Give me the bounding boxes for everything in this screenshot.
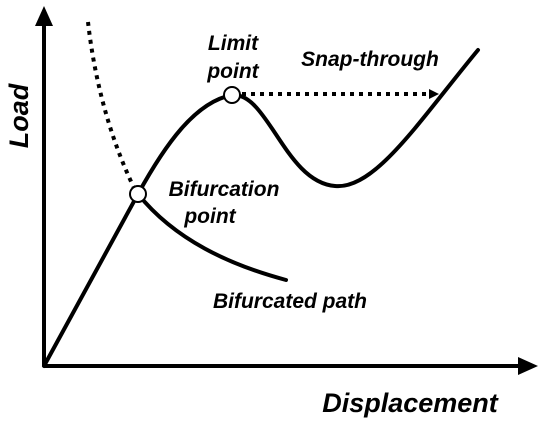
limit-point-label-line-2: point <box>206 60 259 83</box>
primary-load-path <box>42 48 480 368</box>
limit-point-label-line-1: Limit <box>208 32 259 55</box>
bifurcated-path-curve <box>136 192 288 282</box>
y-axis-label: Load <box>4 83 34 148</box>
y-axis-arrowhead <box>35 6 53 26</box>
limit-point-marker <box>223 86 241 104</box>
bifurcation-point-label-line-1: Bifurcation <box>169 178 280 201</box>
snap-through-label: Snap-through <box>301 48 439 71</box>
x-axis-label: Displacement <box>322 388 499 418</box>
x-axis-arrowhead <box>518 357 538 375</box>
bifurcation-point-marker <box>129 185 147 203</box>
bifurcation-point-label-line-2: point <box>183 205 236 228</box>
bifurcated-path-label: Bifurcated path <box>213 290 367 313</box>
dotted-critical-curve <box>86 21 138 193</box>
